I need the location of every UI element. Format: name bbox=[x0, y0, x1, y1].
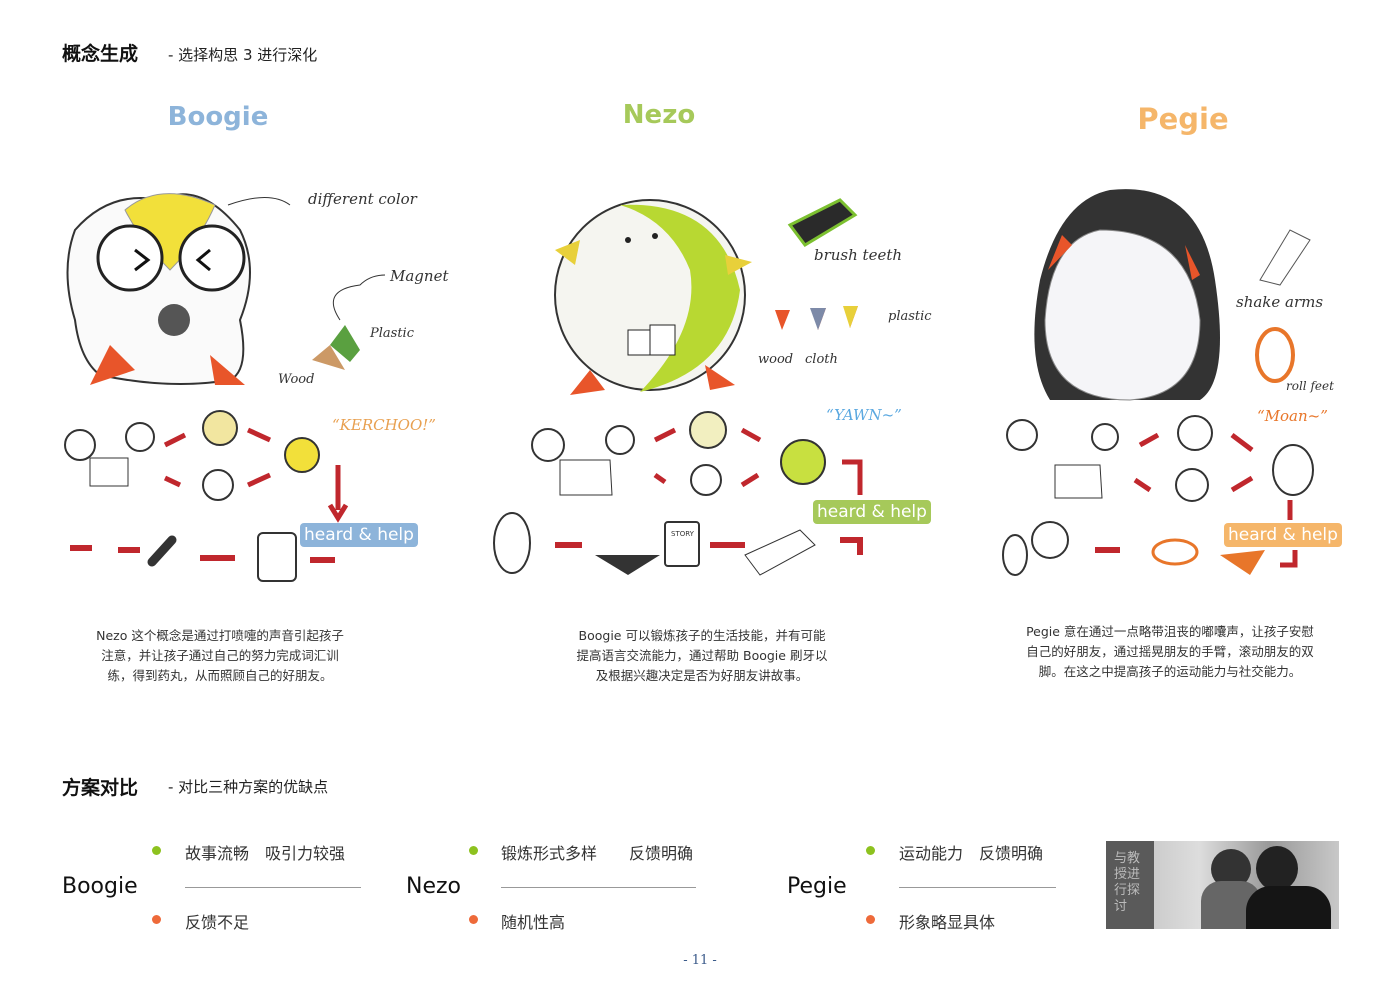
annotation-plastic: Plastic bbox=[370, 326, 414, 341]
annotation-wood: Wood bbox=[278, 372, 315, 387]
comparison-name: Boogie bbox=[62, 874, 138, 899]
pro-dot bbox=[469, 846, 478, 855]
pro-dot bbox=[866, 846, 875, 855]
annotation-brush-teeth: brush teeth bbox=[814, 246, 903, 264]
comparison-subtitle: - 对比三种方案的优缺点 bbox=[168, 778, 329, 796]
description-line: 提高语言交流能力，通过帮助 Boogie 刷牙以 bbox=[576, 648, 828, 663]
con-dot bbox=[866, 915, 875, 924]
pros-text: 运动能力 反馈明确 bbox=[899, 844, 1044, 863]
heard-help-badge: heard & help bbox=[1224, 523, 1342, 547]
annotation-plastic: plastic bbox=[888, 309, 932, 324]
annotation-cloth: cloth bbox=[805, 352, 838, 367]
person-silhouette bbox=[1246, 886, 1331, 929]
cons-text: 反馈不足 bbox=[185, 913, 250, 932]
description-line: 注意，并让孩子通过自己的努力完成词汇训 bbox=[101, 648, 339, 663]
page-subtitle: - 选择构思 3 进行深化 bbox=[168, 46, 318, 64]
con-dot bbox=[152, 915, 161, 924]
page-title: 概念生成 bbox=[62, 43, 139, 65]
description-line: Nezo 这个概念是通过打喷嚏的声音引起孩子 bbox=[96, 628, 344, 643]
description-line: 及根据兴趣决定是否为好朋友讲故事。 bbox=[595, 668, 809, 683]
annotation-shake-arms: shake arms bbox=[1236, 293, 1324, 311]
heard-help-badge: heard & help bbox=[300, 523, 418, 547]
sound-kerchoo: “KERCHOO!” bbox=[332, 416, 436, 434]
annotation-magnet: Magnet bbox=[390, 267, 449, 285]
con-dot bbox=[469, 915, 478, 924]
comparison-name: Pegie bbox=[787, 874, 847, 899]
description-line: 练，得到药丸，从而照顾自己的好朋友。 bbox=[107, 668, 333, 683]
annotation-wood: wood bbox=[758, 352, 794, 367]
boogie-storyboard bbox=[64, 410, 349, 582]
annotation-roll-feet: roll feet bbox=[1286, 379, 1334, 393]
person-silhouette bbox=[1256, 846, 1298, 891]
divider bbox=[501, 887, 696, 888]
annotation-different-color: different color bbox=[308, 190, 417, 208]
pros-text: 故事流畅 吸引力较强 bbox=[185, 844, 346, 863]
description-line: Pegie 意在通过一点略带沮丧的嘟囔声，让孩子安慰 bbox=[1026, 624, 1314, 639]
comparison-name: Nezo bbox=[406, 874, 461, 899]
photo-caption: 与教授进行探讨 bbox=[1106, 841, 1154, 929]
heard-help-badge: heard & help bbox=[813, 500, 931, 524]
sound-yawn: “YAWN~” bbox=[826, 406, 902, 424]
description-line: 脚。在这之中提高孩子的运动能力与社交能力。 bbox=[1038, 664, 1302, 679]
pegie-sketch bbox=[1002, 189, 1314, 576]
cons-text: 形象略显具体 bbox=[899, 913, 996, 932]
story-book-label: STORY bbox=[671, 530, 694, 538]
concept-name-nezo: Nezo bbox=[622, 100, 696, 130]
concept-name-pegie: Pegie bbox=[1137, 102, 1229, 136]
cons-text: 随机性高 bbox=[501, 913, 566, 932]
divider bbox=[899, 887, 1056, 888]
page-number: - 11 - bbox=[683, 953, 717, 968]
description-line: Boogie 可以锻炼孩子的生活技能，并有可能 bbox=[578, 628, 826, 643]
concept-description-boogie: Nezo 这个概念是通过打喷嚏的声音引起孩子 注意，并让孩子通过自己的努力完成词… bbox=[70, 626, 370, 686]
divider bbox=[185, 887, 361, 888]
comparison-title: 方案对比 bbox=[62, 777, 139, 799]
discussion-photo: 与教授进行探讨 bbox=[1106, 841, 1339, 929]
description-line: 自己的好朋友，通过摇晃朋友的手臂，滚动朋友的双 bbox=[1026, 644, 1314, 659]
pro-dot bbox=[152, 846, 161, 855]
boogie-sketch bbox=[66, 193, 386, 385]
concept-description-nezo: Boogie 可以锻炼孩子的生活技能，并有可能 提高语言交流能力，通过帮助 Bo… bbox=[552, 626, 852, 686]
concept-description-pegie: Pegie 意在通过一点略带沮丧的嘟囔声，让孩子安慰 自己的好朋友，通过摇晃朋友… bbox=[995, 622, 1345, 682]
concept-name-boogie: Boogie bbox=[167, 102, 269, 132]
sound-moan: “Moan~” bbox=[1257, 407, 1328, 425]
nezo-sketch bbox=[493, 198, 863, 576]
pros-text: 锻炼形式多样 反馈明确 bbox=[501, 844, 694, 863]
